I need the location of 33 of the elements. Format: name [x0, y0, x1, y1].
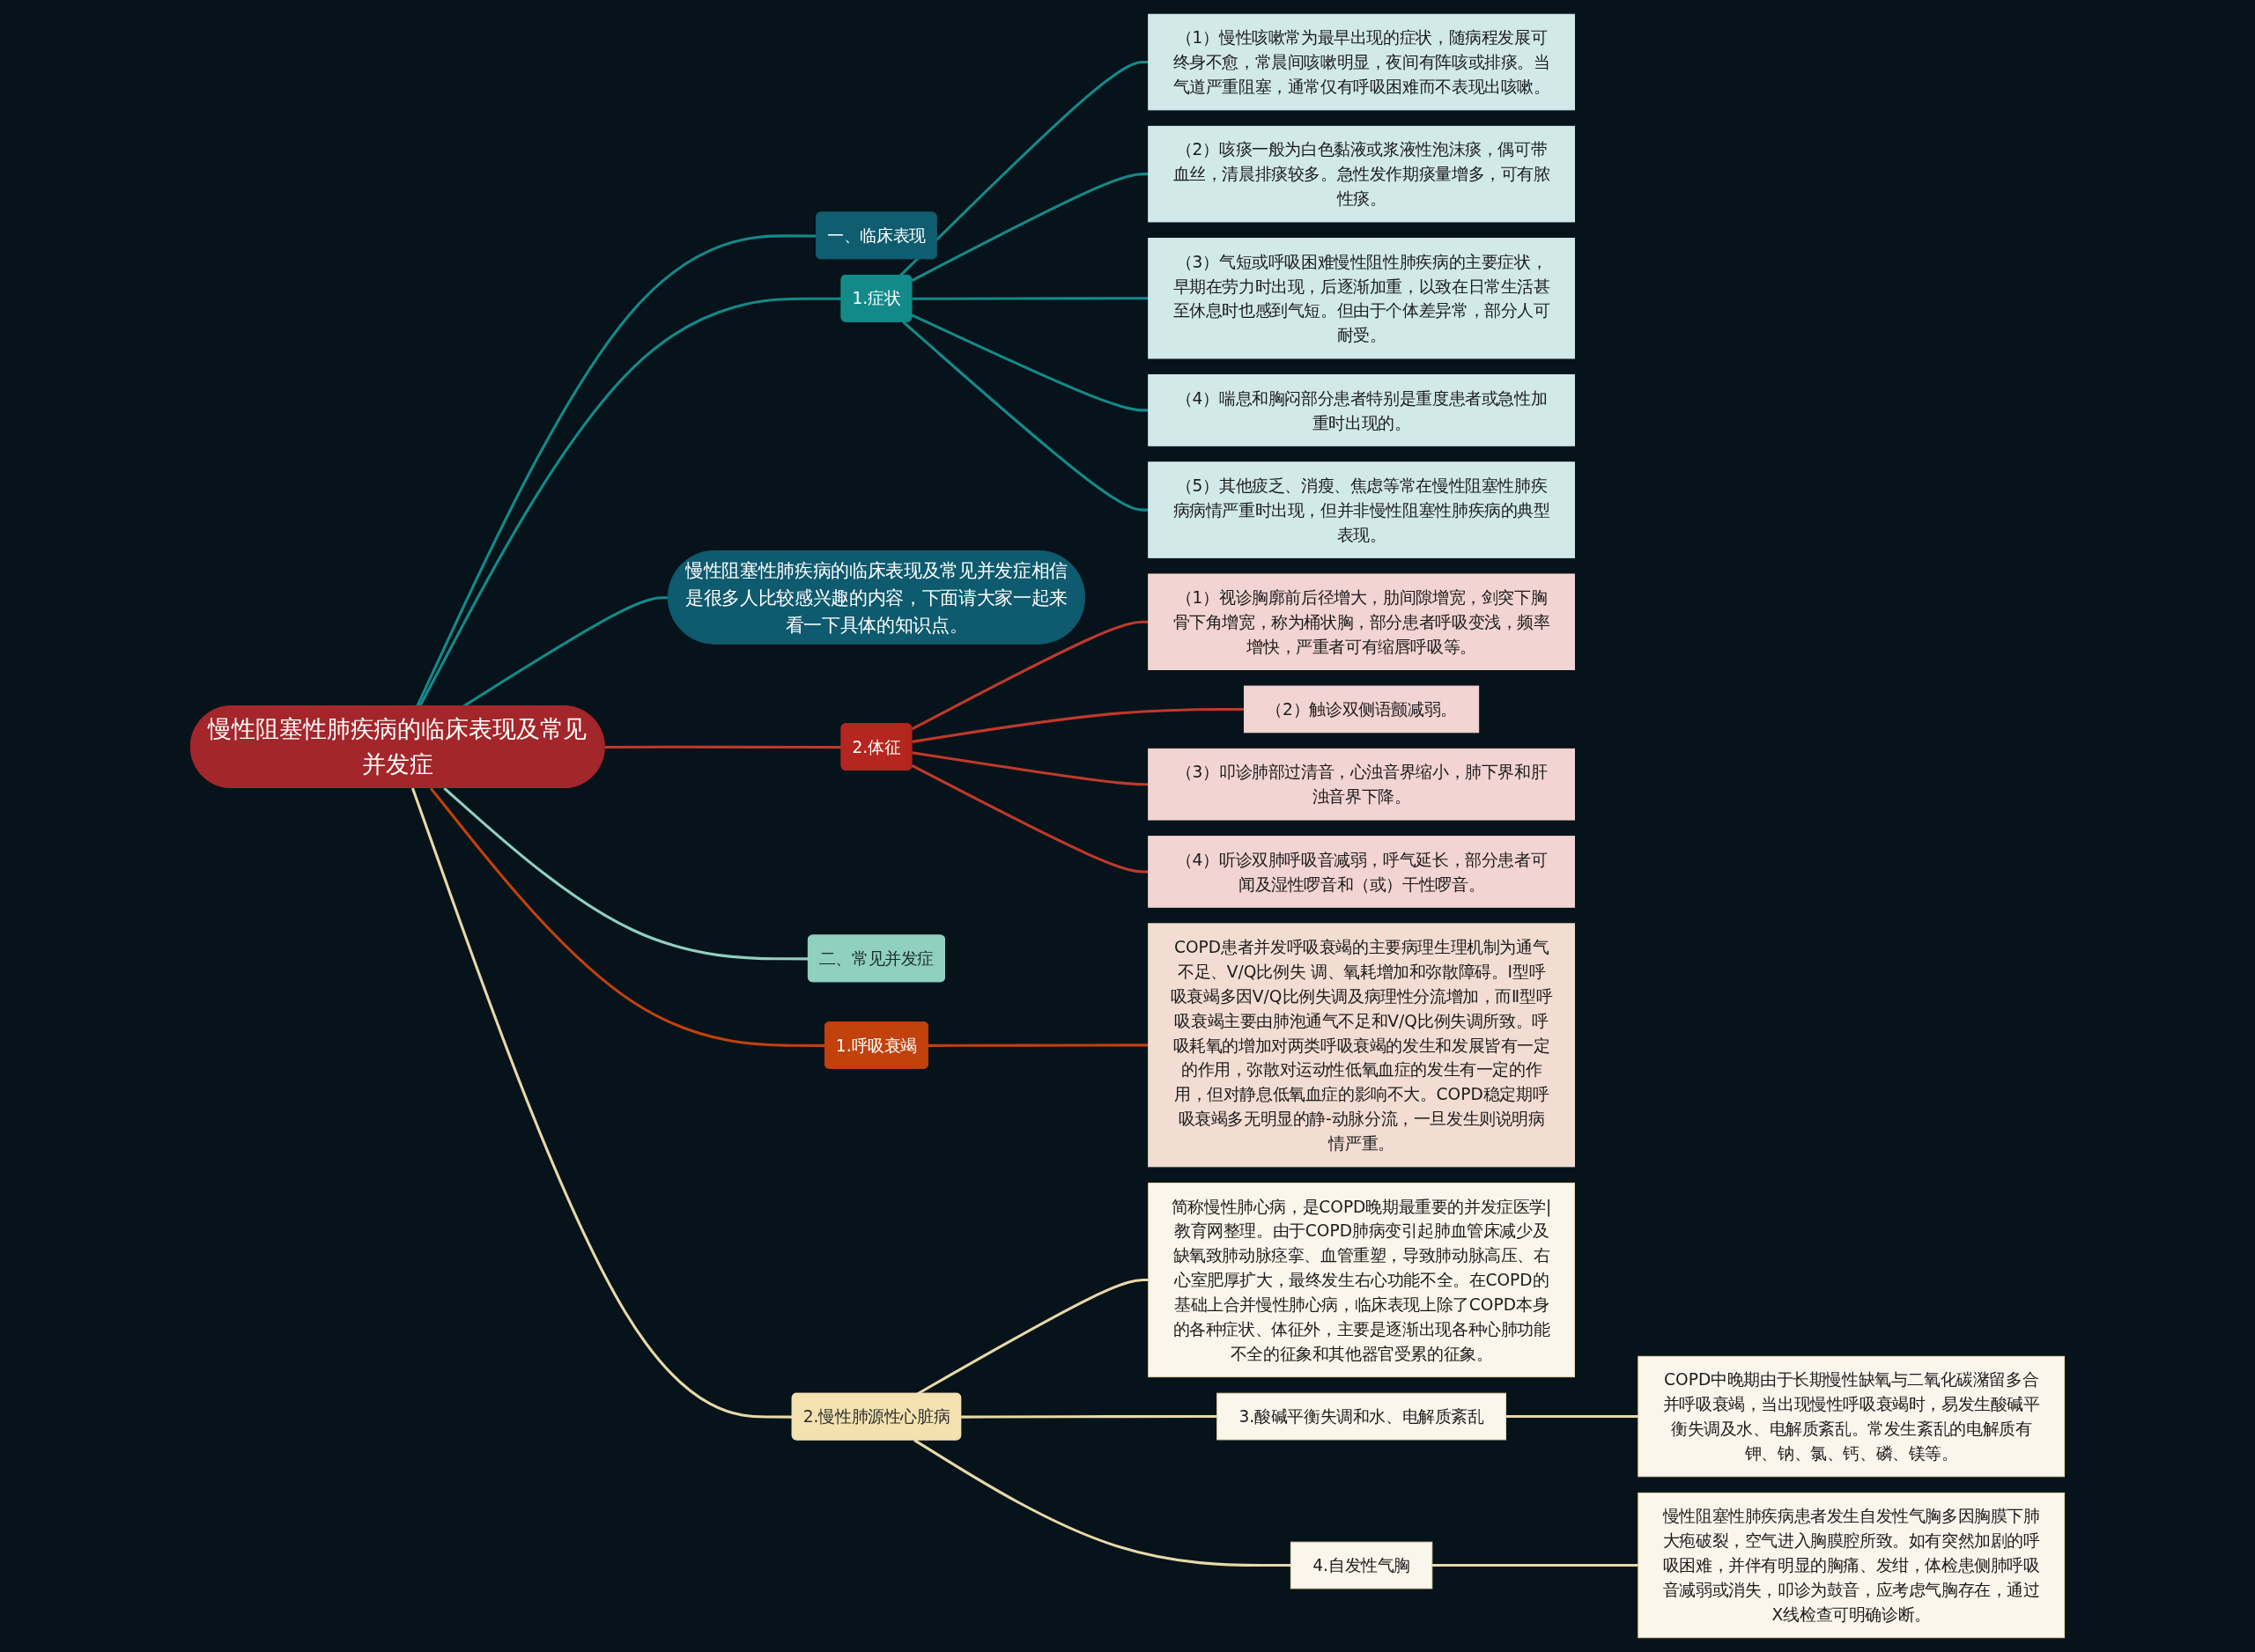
connector: [912, 751, 1149, 786]
connector: [1505, 1415, 1638, 1419]
node-box: （5）其他疲乏、消瘦、焦虑等常在慢性阻塞性肺疾病病情严重时出现，但并非慢性阻塞性肺疾病的典型表现。: [1148, 461, 1575, 558]
connector: [604, 745, 842, 749]
node-box: 简称慢性肺心病，是COPD晚期最重要的并发症医学|教育网整理。由于COPD肺病变引起肺血管床减少及缺氧致肺动脉痉挛、血管重塑，导致肺动脉高压、右心室肥厚扩大，最终发生右心功能不全。在COPD的基础上合并慢性肺心病，临床表现上除了COPD本身的各种症状、体征外，主要是逐渐出现各种心肺功能不全的征象和其他器官受累的征象。: [1148, 1182, 1575, 1378]
connector: [911, 763, 1149, 874]
connector: [912, 707, 1245, 743]
node-box: （4）喘息和胸闷部分患者特别是重度患者或急性加重时出现的。: [1148, 374, 1575, 446]
connector: [928, 1044, 1149, 1047]
node-box: COPD患者并发呼吸衰竭的主要病理生理机制为通气不足、V/Q比例失 调、氧耗增加和弥散障碍。Ⅰ型呼吸衰竭多因V/Q比例失调及病理性分流增加，而Ⅱ型呼吸衰竭主要由肺泡通气不足和V/Q比例失调所致。呼吸耗氧的增加对两类呼吸衰竭的发生和发展皆有一定的作用，弥散对运动性低氧血症的发生有一定的作用，但对静息低氧血症的影响不大。COPD稳定期呼吸衰竭多无明显的静-动脉分流，一旦发生则说明病情严重。: [1148, 923, 1575, 1168]
node-box: （1）慢性咳嗽常为最早出现的症状，随病程发展可终身不愈，常晨间咳嗽明显，夜间有阵咳或排痰。当气道严重阻塞，通常仅有呼吸困难而不表现出咳嗽。: [1148, 13, 1575, 111]
node-box: 3.酸碱平衡失调和水、电解质紊乱: [1216, 1392, 1507, 1441]
connector: [911, 313, 1149, 412]
node-box: （1）视诊胸廓前后径增大，肋间隙增宽，剑突下胸骨下角增宽，称为桶状胸，部分患者呼吸变浅，频率增快，严重者可有缩唇呼吸等。: [1148, 573, 1575, 670]
connector: [418, 297, 842, 707]
node-box: （2）咳痰一般为白色黏液或浆液性泡沫痰，偶可带血丝，清晨排痰较多。急性发作期痰量增多，可有脓性痰。: [1148, 125, 1575, 223]
connector: [912, 297, 1149, 300]
connector: [911, 620, 1149, 731]
connector: [911, 173, 1149, 282]
node-box: COPD中晚期由于长期慢性缺氧与二氧化碳潴留多合并呼吸衰竭，当出现慢性呼吸衰竭时，易发生酸碱平衡失调及水、电解质紊乱。常发生紊乱的电解质有钾、钠、氯、钙、磷、镁等。: [1638, 1355, 2066, 1478]
node-box: （2）触诊双侧语颤减弱。: [1244, 685, 1480, 734]
connector: [913, 1439, 1291, 1567]
node-box: （4）听诊双肺呼吸音减弱，呼气延长，部分患者可闻及湿性啰音和（或）干性啰音。: [1148, 836, 1575, 908]
node-box: 慢性阻塞性肺疾病患者发生自发性气胸多因胸膜下肺大疱破裂，空气进入胸膜腔所致。如有突然加剧的呼吸困难，并伴有明显的胸痛、发绀，体检患侧肺呼吸音减弱或消失，叩诊为鼓音，应考虑气胸存在，通过X线检查可明确诊断。: [1638, 1492, 2066, 1639]
connector: [443, 786, 809, 961]
connector: [429, 787, 825, 1047]
connector: [902, 321, 1149, 512]
node-box: （3）气短或呼吸困难慢性阻性肺疾病的主要症状，早期在劳力时出现，后逐渐加重，以致在日常生活甚至休息时也感到气短。但由于个体差异常，部分人可耐受。: [1148, 238, 1575, 359]
connector: [961, 1415, 1217, 1419]
connector: [410, 787, 793, 1419]
node-box: （3）叩诊肺部过清音，心浊音界缩小，肺下界和肝浊音界下降。: [1148, 748, 1575, 821]
connector: [1431, 1564, 1638, 1567]
node-box: 4.自发性气胸: [1290, 1541, 1433, 1589]
